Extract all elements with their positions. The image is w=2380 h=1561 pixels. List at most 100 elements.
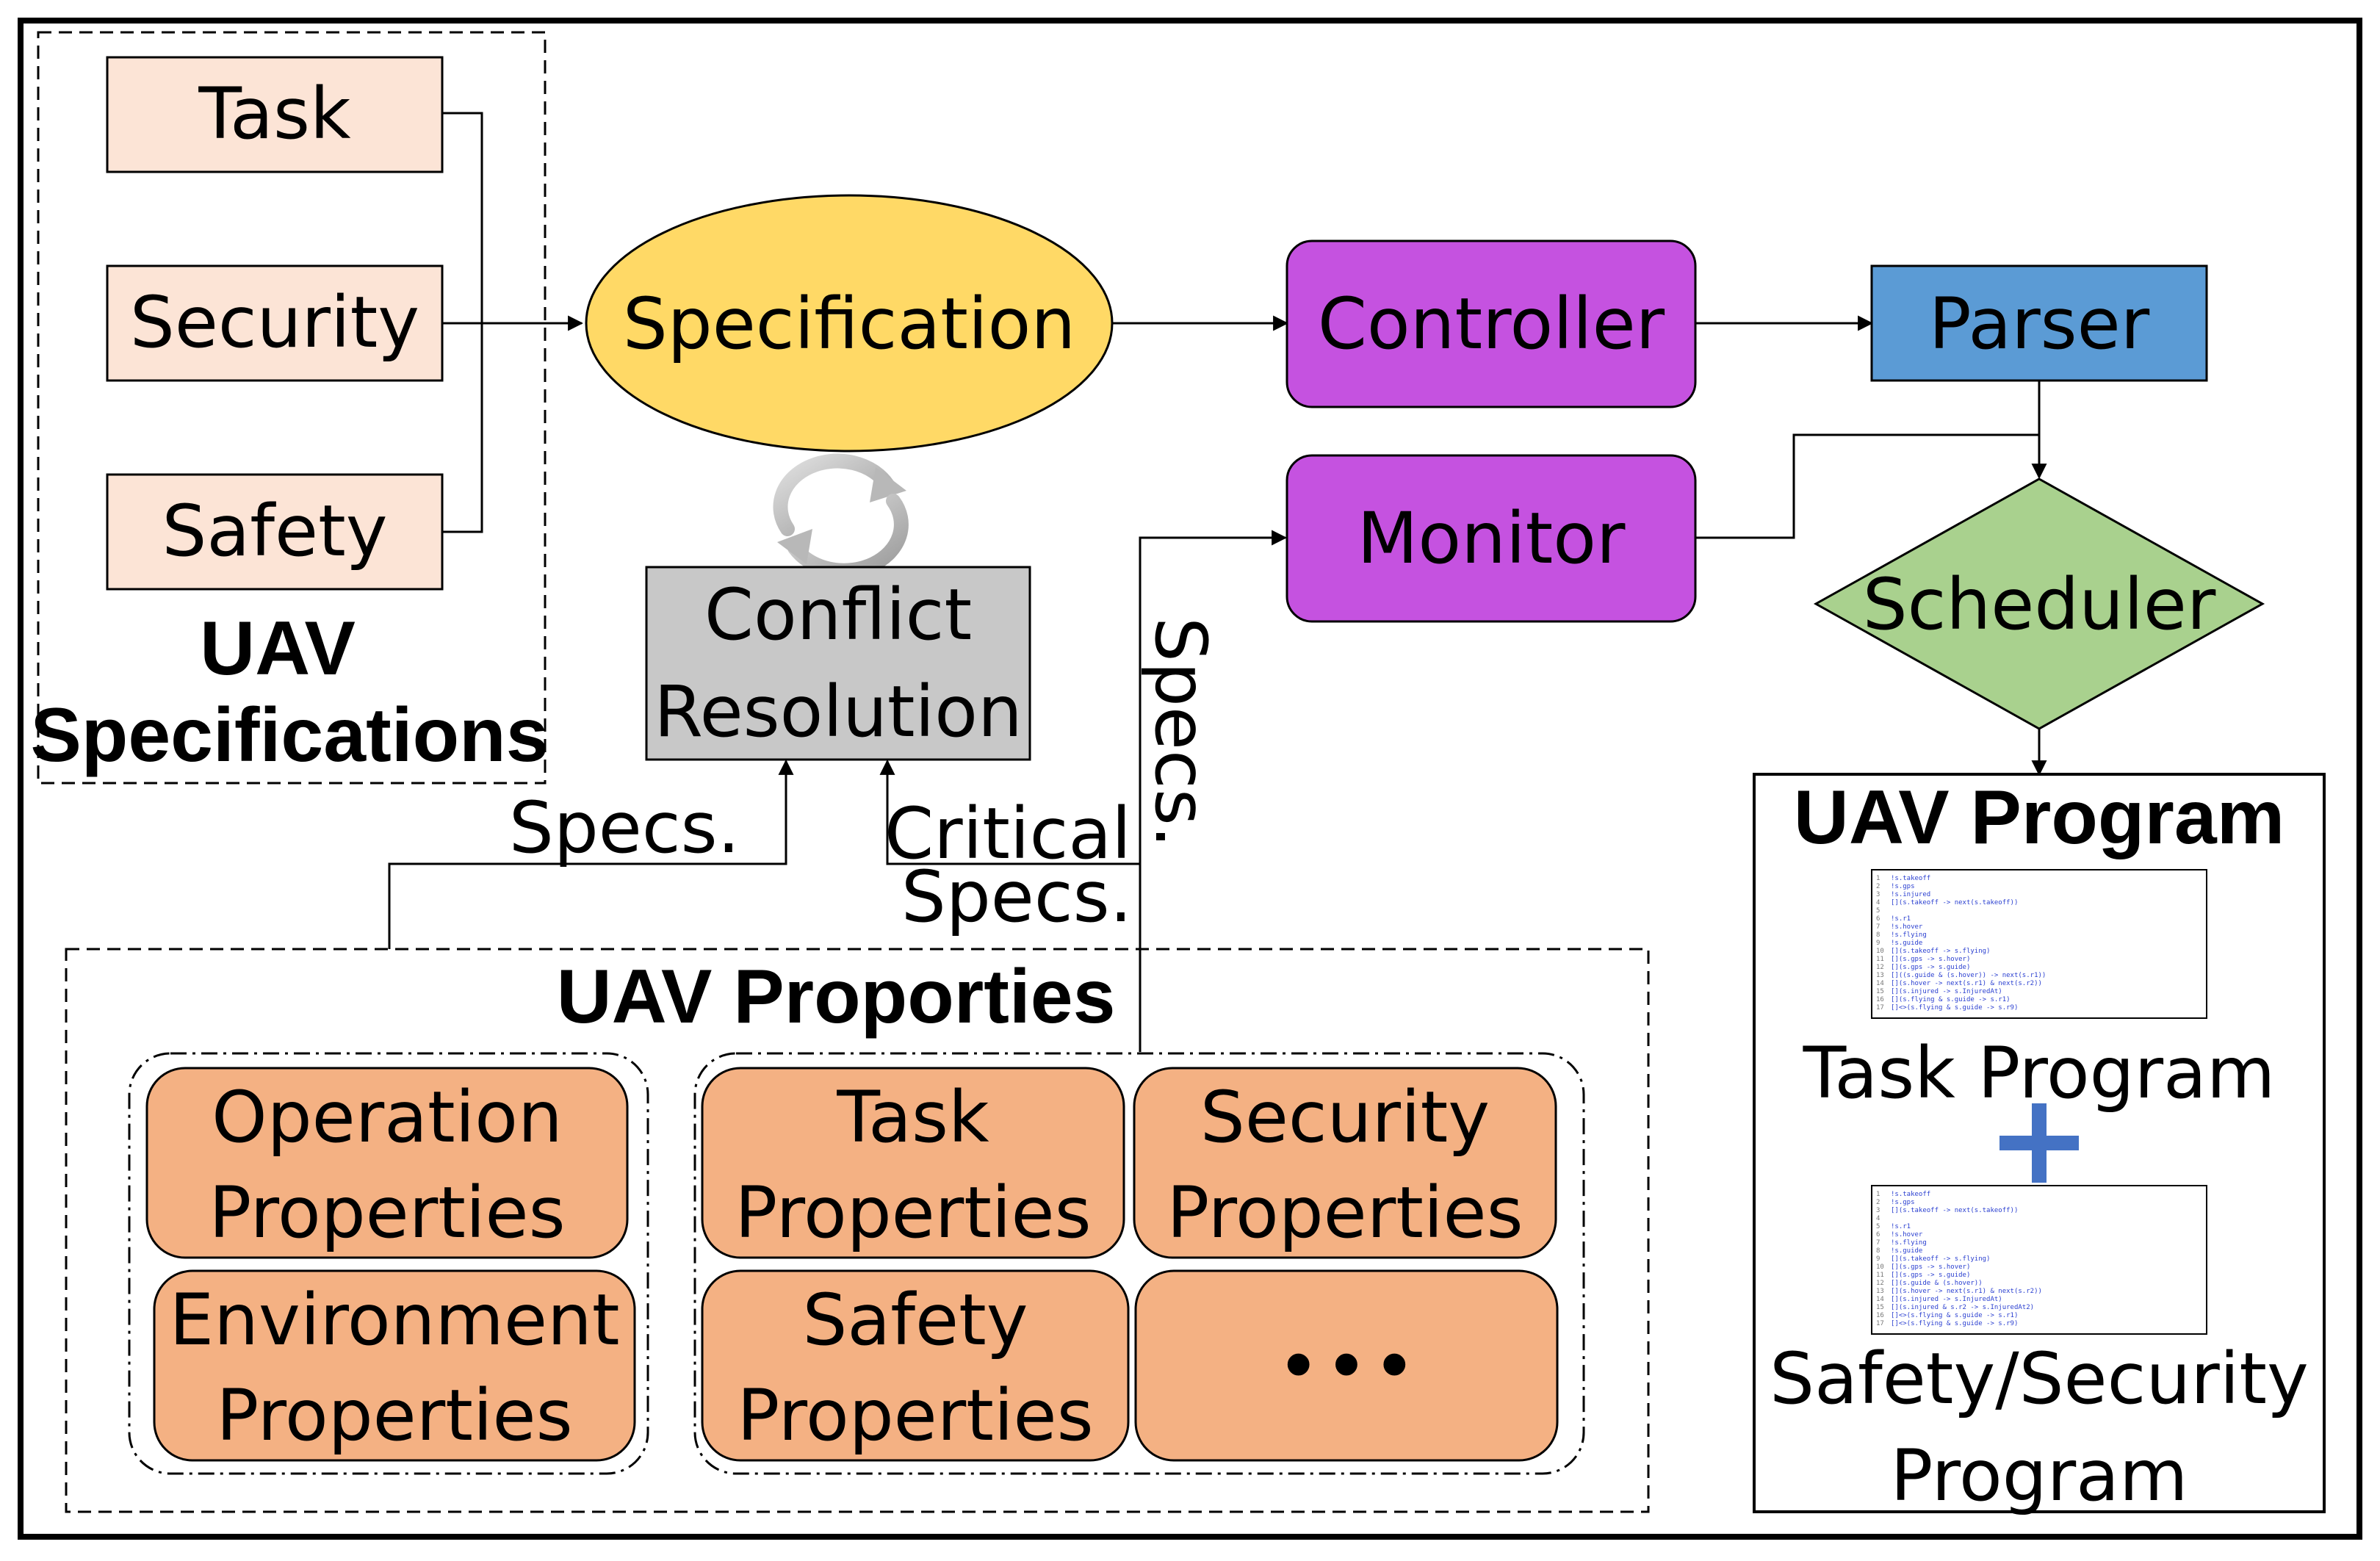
- conflict-resolution-node[interactable]: [645, 566, 1031, 761]
- code-line-number: 2: [1876, 1199, 1880, 1206]
- critical-specs-to-conflict-arrow: [879, 759, 1142, 1052]
- code-line-number: 16: [1876, 1312, 1884, 1319]
- code-line: []<>(s.flying & s.guide -> s.r9): [1891, 1320, 2018, 1327]
- uav-properties-title: UAV Proporties: [557, 954, 1116, 1039]
- parser-label: Parser: [1929, 283, 2150, 365]
- security-spec-box[interactable]: [106, 264, 444, 382]
- task-properties-box[interactable]: [701, 1067, 1125, 1259]
- code-line-number: 15: [1876, 988, 1884, 995]
- code-line-number: 4: [1876, 1215, 1880, 1222]
- code-line-number: 12: [1876, 1280, 1884, 1287]
- code-line: []((s.guide & (s.hover)) -> next(s.r1)): [1891, 972, 2046, 979]
- code-line-number: 1: [1876, 1191, 1880, 1198]
- code-line-number: 5: [1876, 1223, 1880, 1230]
- operation-properties-box[interactable]: [145, 1067, 629, 1259]
- code-line: [](s.hover -> next(s.r1) & next(s.r2)): [1891, 980, 2042, 987]
- operation-properties-label-line1: Operation: [212, 1076, 563, 1158]
- critical-specs-label-line1: Critical: [884, 793, 1131, 875]
- code-line: !s.r1: [1891, 1223, 1911, 1230]
- code-line: [](s.injured -> s.InjuredAt): [1891, 988, 2002, 995]
- code-line: !s.flying: [1891, 1239, 1927, 1247]
- monitor-to-scheduler-connector: [1695, 433, 2039, 539]
- uav-specifications-title-line1: UAV: [200, 606, 356, 691]
- code-line: [](s.gps -> s.hover): [1891, 956, 1970, 963]
- task-spec-label: Task: [198, 73, 351, 155]
- code-line-number: 12: [1876, 964, 1884, 971]
- code-line: !s.flying: [1891, 931, 1927, 939]
- conflict-resolution-label-line2: Resolution: [654, 671, 1023, 753]
- code-line: !s.r1: [1891, 915, 1911, 923]
- more-properties-box[interactable]: [1134, 1269, 1559, 1462]
- code-line-number: 5: [1876, 907, 1880, 915]
- safety-security-program-label-line2: Program: [1890, 1435, 2188, 1517]
- task-program-label: Task Program: [1803, 1032, 2276, 1114]
- controller-label: Controller: [1318, 283, 1665, 365]
- code-line-number: 3: [1876, 1207, 1880, 1214]
- task-properties-label-line2: Properties: [735, 1172, 1091, 1254]
- plus-icon: [1999, 1103, 2079, 1183]
- task-properties-label-line1: Task: [836, 1076, 989, 1158]
- code-line-number: 16: [1876, 996, 1884, 1003]
- safety-spec-label: Safety: [162, 490, 387, 572]
- code-line-number: 13: [1876, 1288, 1884, 1295]
- code-line-number: 2: [1876, 883, 1880, 890]
- scheduler-label: Scheduler: [1863, 563, 2216, 646]
- uav-properties-group: [65, 948, 1650, 1513]
- code-line: [](s.flying & s.guide -> s.r1): [1891, 996, 2011, 1003]
- code-line: !s.hover: [1891, 923, 1923, 931]
- code-line-number: 9: [1876, 1255, 1880, 1263]
- code-line: !s.takeoff: [1891, 875, 1930, 882]
- monitor-label: Monitor: [1357, 497, 1626, 580]
- code-line-number: 11: [1876, 1272, 1884, 1279]
- environment-properties-label-line1: Environment: [170, 1279, 620, 1361]
- code-line-number: 8: [1876, 931, 1880, 939]
- code-line: [](s.injured -> s.InjuredAt): [1891, 1296, 2002, 1303]
- uav-specifications-title-line2: Specifications: [30, 693, 548, 778]
- code-line: [](s.takeoff -> next(s.takeoff)): [1891, 899, 2018, 906]
- code-line: [](s.injured & s.r2 -> s.InjuredAt2): [1891, 1304, 2034, 1311]
- safety-properties-label-line2: Properties: [737, 1374, 1093, 1457]
- code-line-number: 6: [1876, 915, 1880, 923]
- safety-properties-label-line1: Safety: [802, 1279, 1028, 1361]
- code-line-number: 6: [1876, 1231, 1880, 1239]
- code-line: !s.guide: [1891, 1247, 1922, 1255]
- parser-node[interactable]: [1870, 264, 2208, 382]
- operation-properties-label-line2: Properties: [209, 1172, 565, 1254]
- specs-vertical-label: Specs.: [1139, 617, 1222, 848]
- code-line: [](s.guide & (s.hover)): [1891, 1280, 1983, 1287]
- code-line: []<>(s.flying & s.guide -> s.r9): [1891, 1004, 2018, 1012]
- refresh-cycle-icon: [773, 453, 909, 578]
- safety-security-program-label-line1: Safety/Security: [1770, 1338, 2309, 1420]
- properties-specs-to-conflict-arrow: [388, 759, 794, 949]
- code-line-number: 14: [1876, 980, 1884, 987]
- code-line-number: 13: [1876, 972, 1884, 979]
- task-spec-box[interactable]: [106, 56, 444, 173]
- more-properties-ellipsis: • • •: [1285, 1322, 1407, 1407]
- code-line: [](s.gps -> s.guide): [1891, 964, 1970, 971]
- uav-specifications-group: [37, 31, 547, 785]
- code-line-number: 7: [1876, 1239, 1880, 1247]
- code-line-number: 10: [1876, 948, 1884, 955]
- uav-program-title: UAV Program: [1794, 775, 2285, 860]
- code-line-number: 8: [1876, 1247, 1880, 1255]
- code-line-number: 17: [1876, 1004, 1884, 1012]
- specification-label: Specification: [623, 283, 1075, 365]
- code-line: !s.injured: [1891, 891, 1930, 898]
- security-properties-box[interactable]: [1133, 1067, 1557, 1259]
- task-program-code-thumbnail: [1871, 869, 2207, 1019]
- code-line-number: 1: [1876, 875, 1880, 882]
- critical-specs-label-line2: Specs.: [901, 856, 1132, 938]
- task-security-safety-subgroup: [693, 1052, 1585, 1475]
- code-line: [](s.takeoff -> s.flying): [1891, 948, 1990, 955]
- code-line: !s.takeoff: [1891, 1191, 1930, 1198]
- code-line-number: 11: [1876, 956, 1884, 963]
- environment-properties-box[interactable]: [153, 1269, 636, 1462]
- conflict-resolution-label-line1: Conflict: [704, 574, 972, 656]
- code-line: [](s.takeoff -> s.flying): [1891, 1255, 1990, 1263]
- task-program-code-lines: 1!s.takeoff2!s.gps3!s.injured4[](s.takeo…: [1876, 875, 2046, 1012]
- code-line: [](s.gps -> s.hover): [1891, 1263, 1970, 1271]
- safety-properties-box[interactable]: [701, 1269, 1130, 1462]
